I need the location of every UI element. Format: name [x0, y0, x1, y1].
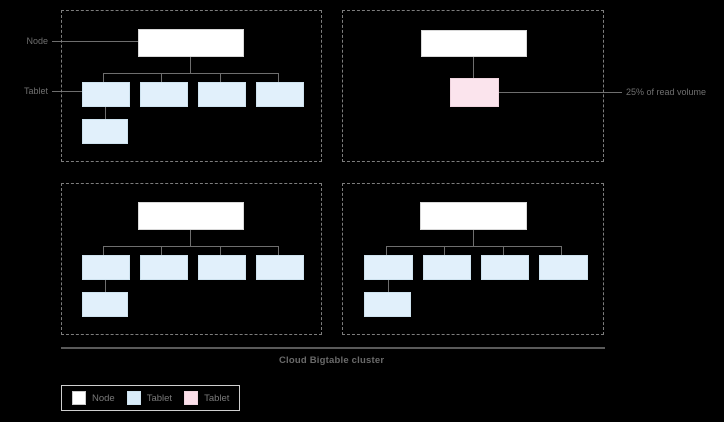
- legend-label-node: Node: [92, 392, 115, 404]
- tablet-box[interactable]: [140, 82, 188, 107]
- legend-item-tablet: Tablet: [126, 391, 173, 405]
- cluster-boundary-rule: [61, 347, 605, 349]
- tablet-box[interactable]: [364, 255, 413, 280]
- node-group-panel-bottom-right: [342, 183, 604, 335]
- tablet-box[interactable]: [539, 255, 588, 280]
- tablet-drop-connector: [278, 73, 279, 82]
- node-trunk-connector: [190, 57, 191, 73]
- tablet-box[interactable]: [198, 255, 246, 280]
- node-swatch-icon: [72, 391, 86, 405]
- legend-item-node: Node: [72, 391, 115, 405]
- legend-label-tablet: Tablet: [146, 392, 173, 404]
- node-box[interactable]: [138, 202, 244, 230]
- hot-tablet-connector: [473, 57, 474, 78]
- read-volume-leader-line: [498, 92, 622, 93]
- legend-label-hot-tablet: Tablet: [204, 392, 230, 404]
- tablet-box[interactable]: [82, 292, 128, 317]
- tablet-box[interactable]: [256, 82, 304, 107]
- tablet-drop-connector: [103, 73, 104, 82]
- tablet-drop-connector: [386, 246, 387, 255]
- legend: Node Tablet Tablet: [61, 385, 241, 411]
- tablet-bus-connector: [103, 73, 278, 74]
- tablet-box[interactable]: [82, 255, 130, 280]
- tablet-child-connector: [388, 280, 389, 292]
- tablet-annotation-leader-line: [52, 91, 86, 92]
- tablet-child-connector: [105, 107, 106, 119]
- node-annotation-label: Node: [26, 36, 48, 46]
- tablet-box[interactable]: [364, 292, 411, 317]
- tablet-swatch-icon: [126, 391, 141, 405]
- tablet-box[interactable]: [423, 255, 471, 280]
- tablet-drop-connector: [103, 246, 104, 255]
- node-box[interactable]: [420, 202, 527, 230]
- tablet-box[interactable]: [140, 255, 188, 280]
- tablet-box[interactable]: [198, 82, 246, 107]
- node-box[interactable]: [138, 29, 244, 57]
- hot-tablet-box[interactable]: [450, 78, 499, 107]
- tablet-drop-connector: [561, 246, 562, 255]
- tablet-bus-connector: [103, 246, 278, 247]
- hot-tablet-swatch-icon: [184, 391, 199, 405]
- tablet-drop-connector: [503, 246, 504, 255]
- tablet-bus-connector: [386, 246, 561, 247]
- tablet-drop-connector: [278, 246, 279, 255]
- node-annotation-leader-line: [52, 41, 138, 42]
- node-trunk-connector: [473, 230, 474, 246]
- tablet-box[interactable]: [481, 255, 529, 280]
- tablet-drop-connector: [220, 246, 221, 255]
- read-volume-label: 25% of read volume: [626, 87, 707, 97]
- tablet-drop-connector: [161, 246, 162, 255]
- tablet-child-connector: [105, 280, 106, 292]
- tablet-box[interactable]: [82, 119, 128, 144]
- tablet-drop-connector: [161, 73, 162, 82]
- tablet-box[interactable]: [82, 82, 130, 107]
- legend-item-hot-tablet: Tablet: [184, 391, 229, 405]
- tablet-drop-connector: [444, 246, 445, 255]
- node-group-panel-top-right: [342, 10, 604, 162]
- node-trunk-connector: [190, 230, 191, 246]
- node-group-panel-bottom-left: [61, 183, 322, 335]
- node-box[interactable]: [421, 30, 527, 57]
- cluster-caption: Cloud Bigtable cluster: [279, 355, 385, 366]
- tablet-drop-connector: [220, 73, 221, 82]
- tablet-box[interactable]: [256, 255, 304, 280]
- tablet-annotation-label: Tablet: [23, 86, 48, 96]
- node-group-panel-top-left: [61, 10, 322, 162]
